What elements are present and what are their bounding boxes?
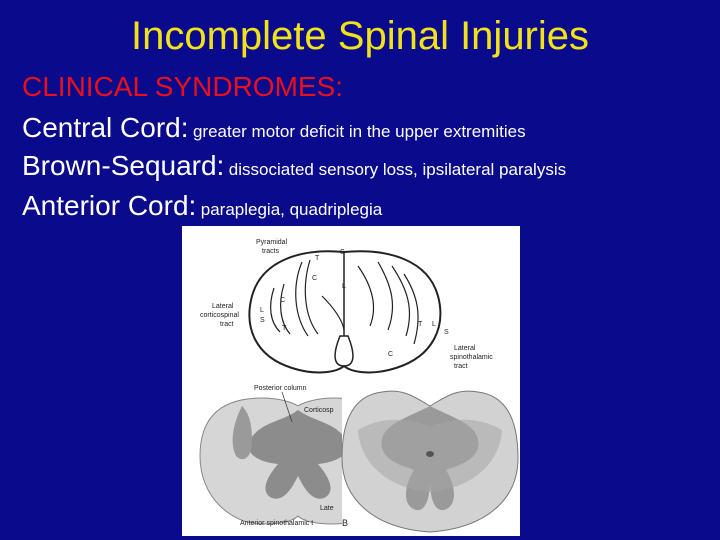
letter-l: L <box>432 321 436 328</box>
label-lateral-spinothalamic: Lateral <box>454 345 476 352</box>
label-lateral-spinothalamic-3: tract <box>454 363 468 370</box>
label-tracts: tracts <box>262 248 280 255</box>
spinal-cord-figure: Pyramidal tracts Lateral corticospinal t… <box>182 226 520 536</box>
label-corticospinal-cut: Corticosp <box>304 407 334 414</box>
letter-l: L <box>260 307 264 314</box>
slide-title: Incomplete Spinal Injuries <box>130 14 590 58</box>
syndrome-anterior-cord: Anterior Cord: paraplegia, quadriplegia <box>22 190 382 222</box>
syndrome-description: dissociated sensory loss, ipsilateral pa… <box>228 160 567 179</box>
syndrome-description: greater motor deficit in the upper extre… <box>192 122 526 141</box>
letter-t: T <box>315 255 320 262</box>
clinical-syndromes-heading: CLINICAL SYNDROMES: <box>22 71 344 102</box>
label-pyramidal: Pyramidal <box>256 239 288 246</box>
letter-t: T <box>282 325 287 332</box>
label-lateral-corticospinal: Lateral <box>212 303 234 310</box>
syndrome-term: Anterior Cord: <box>22 190 197 221</box>
label-lateral-spinothalamic-2: spinothalamic <box>450 354 493 361</box>
syndrome-description: paraplegia, quadriplegia <box>200 200 383 219</box>
letter-l: L <box>342 283 346 290</box>
syndrome-term: Central Cord: <box>22 112 189 143</box>
letter-s: S <box>340 249 345 256</box>
letter-c: C <box>312 275 317 282</box>
label-lateral-cut: Late <box>320 505 334 512</box>
letter-s: S <box>260 317 265 324</box>
label-anterior-spinothalamic: Anterior spinothalamic t <box>240 520 313 527</box>
cord-section-panel-b <box>341 386 520 536</box>
label-panel-b: B <box>342 518 348 528</box>
letter-c: C <box>280 297 285 304</box>
cord-cross-section-diagram <box>248 250 442 374</box>
letter-t: T <box>418 321 423 328</box>
label-posterior-column: Posterior column <box>254 385 307 392</box>
letter-c: C <box>388 351 393 358</box>
label-lateral-corticospinal-3: tract <box>220 321 234 328</box>
syndrome-term: Brown-Sequard: <box>22 150 225 181</box>
letter-s: S <box>444 329 449 336</box>
syndrome-brown-sequard: Brown-Sequard: dissociated sensory loss,… <box>22 150 566 182</box>
syndrome-central-cord: Central Cord: greater motor deficit in t… <box>22 112 526 144</box>
label-lateral-corticospinal-2: corticospinal <box>200 312 239 319</box>
